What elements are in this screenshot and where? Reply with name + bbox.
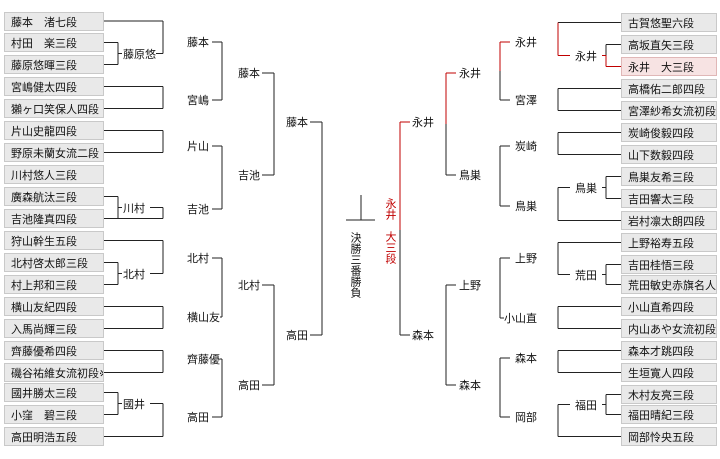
- left-round1-winner: 藤原悠: [123, 47, 156, 61]
- right-round2-winner: 永井: [515, 36, 537, 49]
- right-player-box: 内山あや女流初段: [621, 319, 717, 338]
- left-player-box: 獺ヶ口笑保人四段: [4, 99, 104, 118]
- left-player-box: 北村啓太郎三段: [4, 253, 104, 272]
- right-player-box: 森本才跳四段: [621, 341, 717, 360]
- left-player-box: 吉池隆真四段: [4, 209, 104, 228]
- left-round2-winner: 藤本: [187, 36, 209, 49]
- right-round2-winner: 炭崎: [515, 140, 537, 153]
- left-player-box: 藤本 渚七段: [4, 11, 104, 31]
- left-player-box: 國井勝太三段: [4, 383, 104, 402]
- right-round1-winner: 鳥巣: [575, 181, 597, 195]
- left-round2-winner: 宮嶋: [187, 94, 209, 107]
- right-player-box: 鳥巣友希三段: [621, 167, 717, 186]
- right-player-box: 山下数毅四段: [621, 145, 717, 164]
- left-round3-winner: 藤本: [238, 67, 260, 80]
- right-round4-winner: 永井: [412, 116, 434, 129]
- left-round2-winner: 高田: [187, 411, 209, 424]
- right-player-box: 荒田敏史赤旗名人: [621, 275, 717, 294]
- right-player-box: 永井 大三段: [621, 57, 717, 76]
- right-round2-winner: 鳥巣: [515, 200, 537, 213]
- left-round2-winner: 北村: [187, 252, 209, 265]
- left-player-box: 村上邦和三段: [4, 275, 104, 294]
- left-round2-winner: 吉池: [187, 203, 209, 216]
- left-player-box: 宮嶋健太四段: [4, 77, 104, 96]
- right-player-box: 高橋佑二郎四段: [621, 79, 717, 98]
- left-player-box: 入馬尚輝三段: [4, 319, 104, 338]
- left-player-box: 小窪 碧三段: [4, 405, 104, 424]
- left-player-box: 野原未蘭女流二段: [4, 143, 104, 162]
- left-round1-winner: 北村: [123, 267, 145, 281]
- right-player-box: 生垣寛人四段: [621, 363, 717, 382]
- left-player-box: 川村悠人三段: [4, 165, 104, 184]
- left-player-box: 横山友紀四段: [4, 297, 104, 316]
- right-player-box: 宮澤紗希女流初段: [621, 101, 717, 120]
- left-player-box: 齊藤優希四段: [4, 341, 104, 360]
- right-player-box: 吉田桂悟三段: [621, 255, 717, 274]
- right-round3-winner: 永井: [459, 67, 481, 80]
- right-round1-winner: 福田: [575, 398, 597, 412]
- left-round2-winner: 片山: [187, 140, 209, 153]
- left-round1-winner: 川村: [123, 201, 145, 215]
- right-player-box: 古賀悠聖六段: [621, 13, 717, 32]
- champion-label: 永井 大三段: [384, 198, 397, 264]
- left-player-box: 藤原悠暉三段: [4, 55, 104, 74]
- right-player-box: 木村友亮三段: [621, 385, 717, 404]
- left-player-box: 廣森航汰三段: [4, 187, 104, 206]
- right-round2-winner: 上野: [515, 252, 537, 265]
- left-round4-winner: 藤本: [286, 116, 308, 129]
- right-round2-winner: 小山直: [504, 312, 537, 325]
- left-round3-winner: 吉池: [238, 169, 260, 182]
- right-player-box: 小山直希四段: [621, 297, 717, 316]
- right-player-box: 岩村凛太朗四段: [621, 211, 717, 230]
- right-player-box: 岡部怜央五段: [621, 427, 717, 446]
- final-series-label: 決勝三番勝負: [349, 232, 362, 298]
- left-player-box: 高田明浩五段: [4, 427, 104, 446]
- right-player-box: 炭崎俊毅四段: [621, 123, 717, 142]
- right-round3-winner: 鳥巣: [459, 169, 481, 182]
- left-round2-winner: 齊藤優: [187, 353, 220, 366]
- right-player-box: 福田晴紀三段: [621, 405, 717, 424]
- right-round2-winner: 宮澤: [515, 94, 537, 107]
- right-round2-winner: 岡部: [515, 411, 537, 424]
- right-round1-winner: 荒田: [575, 268, 597, 282]
- left-round2-winner: 横山友: [187, 311, 220, 324]
- left-round3-winner: 高田: [238, 379, 260, 392]
- right-round2-winner: 森本: [515, 352, 537, 365]
- right-round4-winner: 森本: [412, 329, 434, 342]
- left-player-box: 片山史龍四段: [4, 121, 104, 140]
- left-player-box: 村田 楽三段: [4, 33, 104, 52]
- right-player-box: 上野裕寿五段: [621, 233, 717, 252]
- right-round3-winner: 森本: [459, 379, 481, 392]
- left-round4-winner: 高田: [286, 329, 308, 342]
- right-player-box: 吉田響太三段: [621, 189, 717, 208]
- left-round1-winner: 國井: [123, 397, 145, 411]
- left-round3-winner: 北村: [238, 279, 260, 292]
- right-round1-winner: 永井: [575, 49, 597, 63]
- right-round3-winner: 上野: [459, 279, 481, 292]
- right-player-box: 高坂直矢三段: [621, 35, 717, 54]
- left-player-box: 狩山幹生五段: [4, 231, 104, 250]
- left-player-box: 磯谷祐維女流初段※: [4, 363, 104, 382]
